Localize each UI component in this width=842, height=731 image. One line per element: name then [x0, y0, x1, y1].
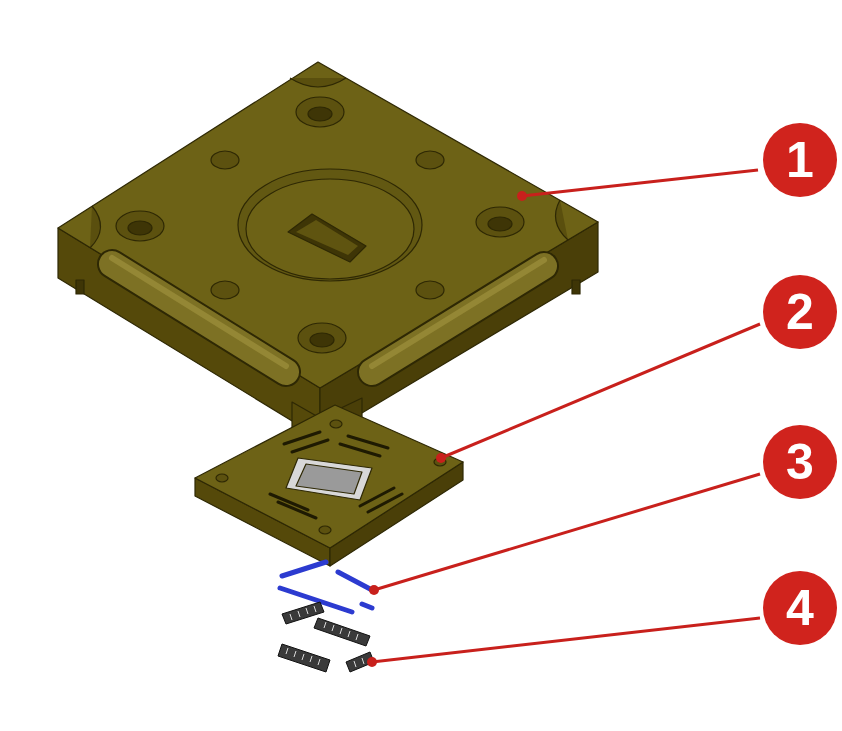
callout-number: 3 [786, 437, 814, 487]
callout-number: 4 [786, 583, 814, 633]
leader-lines [367, 170, 760, 667]
callout-circle: 2 [763, 275, 837, 349]
contact-springs [278, 602, 374, 672]
callout-circle-fill [763, 425, 837, 499]
callout-circle: 1 [763, 123, 837, 197]
callout-circle-fill [763, 275, 837, 349]
fixture-plate [58, 62, 598, 452]
callout-circle: 4 [763, 571, 837, 645]
callout-number: 1 [786, 135, 814, 185]
callout-number: 2 [786, 287, 814, 337]
socket-body [195, 405, 463, 566]
guide-pins [280, 562, 372, 612]
callout-circle: 3 [763, 425, 837, 499]
callout-circle-fill [763, 571, 837, 645]
callout-circle-fill [763, 123, 837, 197]
